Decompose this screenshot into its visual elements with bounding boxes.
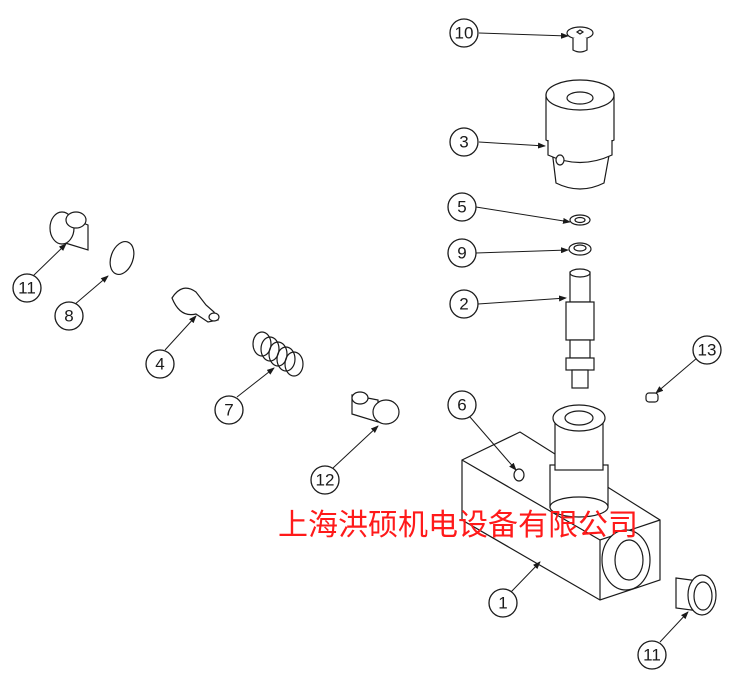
part-12-piston	[351, 391, 400, 425]
part-8-ring	[109, 240, 135, 276]
callout-4-label: 4	[155, 355, 164, 374]
part-11-bushing-left	[49, 211, 89, 251]
callout-11-left: 11	[12, 273, 42, 303]
callout-9: 9	[447, 238, 477, 268]
callout-12: 12	[310, 465, 340, 495]
callout-13-label: 13	[698, 341, 717, 360]
callout-10: 10	[449, 18, 479, 48]
callout-7-label: 7	[224, 401, 233, 420]
part-3-cap	[545, 79, 615, 190]
callout-3: 3	[449, 127, 479, 157]
part-13-plug	[645, 392, 659, 403]
part-1-body	[461, 404, 661, 601]
callout-10-label: 10	[455, 24, 474, 43]
part-10-screw	[566, 26, 594, 53]
part-4-knob	[171, 287, 220, 323]
part-5-washer	[569, 214, 591, 226]
callout-3-label: 3	[459, 133, 468, 152]
part-11-bushing-right	[675, 574, 717, 616]
callout-2-label: 2	[459, 295, 468, 314]
callout-9-label: 9	[457, 244, 466, 263]
callout-11-right-label: 11	[643, 646, 661, 665]
callout-6-label: 6	[457, 396, 466, 415]
callout-8: 8	[54, 301, 84, 331]
part-9-oring	[568, 242, 592, 256]
callout-7: 7	[214, 395, 244, 425]
callout-12-label: 12	[316, 471, 335, 490]
company-watermark: 上海洪硕机电设备有限公司	[278, 508, 638, 543]
part-2-stem	[565, 268, 595, 389]
part-7-spring	[252, 331, 304, 377]
callout-4: 4	[145, 349, 175, 379]
callout-11-right: 11	[637, 640, 667, 670]
callout-1-label: 1	[498, 594, 507, 613]
callout-13: 13	[692, 335, 722, 365]
callout-1: 1	[488, 588, 518, 618]
callout-11-left-label: 11	[18, 279, 36, 298]
callout-6: 6	[447, 390, 477, 420]
callout-5-label: 5	[457, 198, 466, 217]
callout-8-label: 8	[64, 307, 73, 326]
callout-5: 5	[447, 192, 477, 222]
callout-2: 2	[449, 289, 479, 319]
